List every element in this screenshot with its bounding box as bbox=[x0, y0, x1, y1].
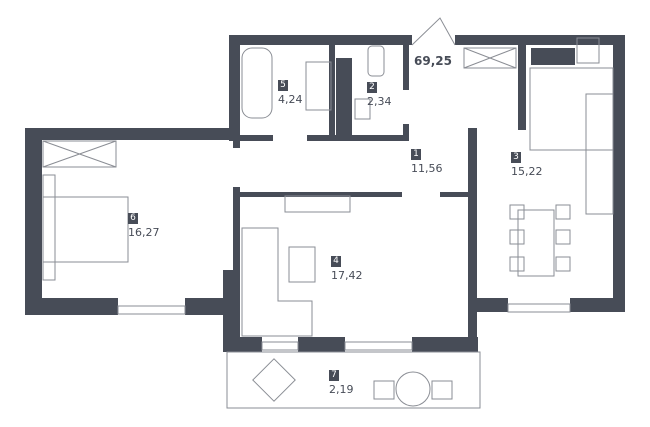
coffee-table-icon bbox=[288, 246, 316, 283]
fixtures-and-furniture bbox=[42, 17, 614, 409]
chair-icon bbox=[373, 380, 395, 400]
wardrobe-icon bbox=[463, 47, 517, 69]
room-7-label: 7 2,19 bbox=[329, 367, 354, 396]
room-area: 4,24 bbox=[278, 93, 303, 106]
room-area: 2,19 bbox=[329, 383, 354, 396]
sofa-icon bbox=[241, 227, 313, 337]
room-4-label: 4 17,42 bbox=[331, 253, 363, 282]
toilet-icon bbox=[367, 45, 385, 77]
total-area: 69,25 bbox=[414, 54, 452, 68]
round-table-icon bbox=[395, 371, 431, 407]
window-icon bbox=[117, 305, 186, 315]
dining-table-icon bbox=[509, 204, 571, 277]
room-number-badge: 7 bbox=[329, 370, 339, 381]
bathtub-icon bbox=[241, 47, 273, 119]
room-area: 11,56 bbox=[411, 162, 443, 175]
room-area: 2,34 bbox=[367, 95, 392, 108]
chair-icon bbox=[431, 380, 453, 400]
room-number-badge: 6 bbox=[128, 213, 138, 224]
room-5-label: 5 4,24 bbox=[278, 77, 303, 106]
room-1-label: 1 11,56 bbox=[411, 146, 443, 175]
room-number-badge: 4 bbox=[331, 256, 341, 267]
wardrobe-icon bbox=[42, 140, 117, 168]
room-area: 15,22 bbox=[511, 165, 543, 178]
room-number-badge: 3 bbox=[511, 152, 521, 163]
room-3-label: 3 15,22 bbox=[511, 149, 543, 178]
room-number-badge: 1 bbox=[411, 149, 421, 160]
room-number-badge: 5 bbox=[278, 80, 288, 91]
kitchen-counter-icon bbox=[529, 67, 614, 151]
entrance-door-icon bbox=[411, 17, 456, 46]
room-area: 17,42 bbox=[331, 269, 363, 282]
window-icon bbox=[507, 303, 571, 313]
room-area: 16,27 bbox=[128, 226, 160, 239]
washbasin-icon bbox=[305, 61, 332, 111]
armchair-icon bbox=[252, 358, 296, 402]
room-6-label: 6 16,27 bbox=[128, 210, 160, 239]
balcony-door-icon bbox=[344, 341, 413, 351]
walls bbox=[25, 35, 625, 352]
kitchen-cabinet-icon bbox=[585, 93, 614, 215]
stove-icon bbox=[576, 37, 600, 64]
bed-icon bbox=[42, 196, 129, 263]
room-number-badge: 2 bbox=[367, 82, 377, 93]
nightstand-icon bbox=[42, 174, 56, 281]
balcony-outline bbox=[226, 351, 481, 409]
window-icon bbox=[261, 341, 299, 351]
sink-icon bbox=[354, 98, 371, 120]
tv-stand-icon bbox=[284, 195, 351, 213]
room-2-label: 2 2,34 bbox=[367, 79, 392, 108]
